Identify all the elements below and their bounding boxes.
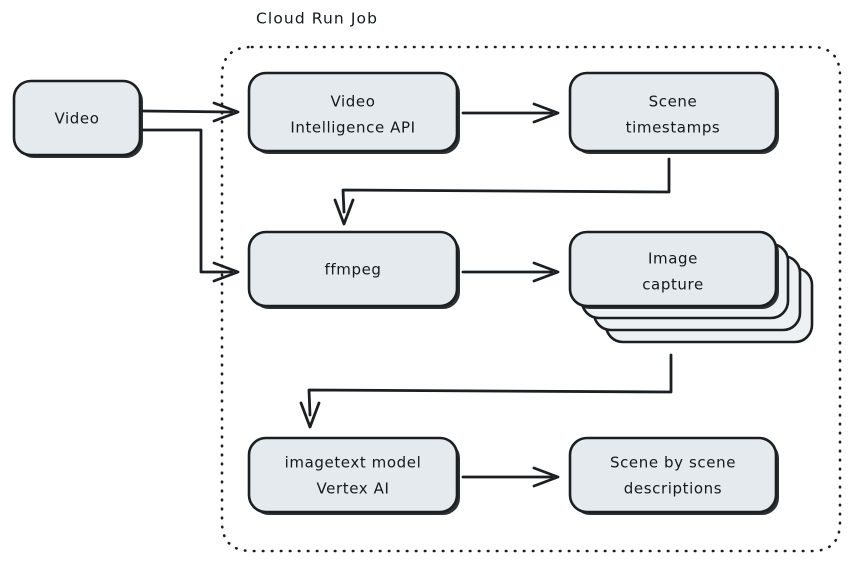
node-video-intelligence-api[interactable]: Video Intelligence API [247,71,460,154]
edge-ffmpeg-to-image-capture [461,261,560,283]
node-image-capture-label-line2: capture [642,276,704,294]
node-image-capture-shape [568,230,778,308]
node-scene-timestamps-label-line1: Scene [649,93,698,111]
node-video-intelligence-api-label-line1: Video [330,93,375,111]
node-imagetext-model-label-line2: Vertex AI [316,480,389,498]
connectors-layer [141,101,673,488]
node-video-intelligence-api-label-line2: Intelligence API [290,119,415,137]
node-image-capture-label-line1: Image [648,250,698,268]
node-scene-descriptions[interactable]: Scene by scene descriptions [568,436,779,515]
node-imagetext-model-label-line1: imagetext model [285,454,422,472]
node-ffmpeg-label: ffmpeg [324,261,381,279]
node-scene-timestamps[interactable]: Scene timestamps [568,71,779,154]
node-imagetext-model[interactable]: imagetext model Vertex AI [247,436,460,515]
node-scene-descriptions-label-line1: Scene by scene [610,454,736,472]
node-scene-descriptions-shape [568,436,778,514]
node-imagetext-model-shape [247,436,459,514]
node-scene-timestamps-shape [568,71,778,153]
node-video-shape [12,79,142,157]
node-video[interactable]: Video [12,79,143,158]
node-video-intelligence-api-shape [247,71,459,153]
node-scene-descriptions-label-line2: descriptions [624,480,722,498]
group-dotted-border [220,45,842,553]
edge-vi-api-to-timestamps [461,102,560,124]
edge-imagetext-to-descriptions [461,466,560,488]
node-scene-timestamps-label-line2: timestamps [626,119,721,137]
node-ffmpeg-shape [247,230,459,308]
cloud-run-job-group [220,45,842,553]
edge-timestamps-to-ffmpeg [333,157,671,226]
edge-image-capture-to-imagetext [299,353,673,429]
group-label: Cloud Run Job [256,10,378,28]
node-video-label: Video [54,110,99,128]
node-image-capture[interactable]: Image capture [568,230,814,344]
node-ffmpeg[interactable]: ffmpeg [247,230,460,309]
edge-video-to-ffmpeg [141,128,240,283]
edge-video-to-vi-api [141,101,240,123]
